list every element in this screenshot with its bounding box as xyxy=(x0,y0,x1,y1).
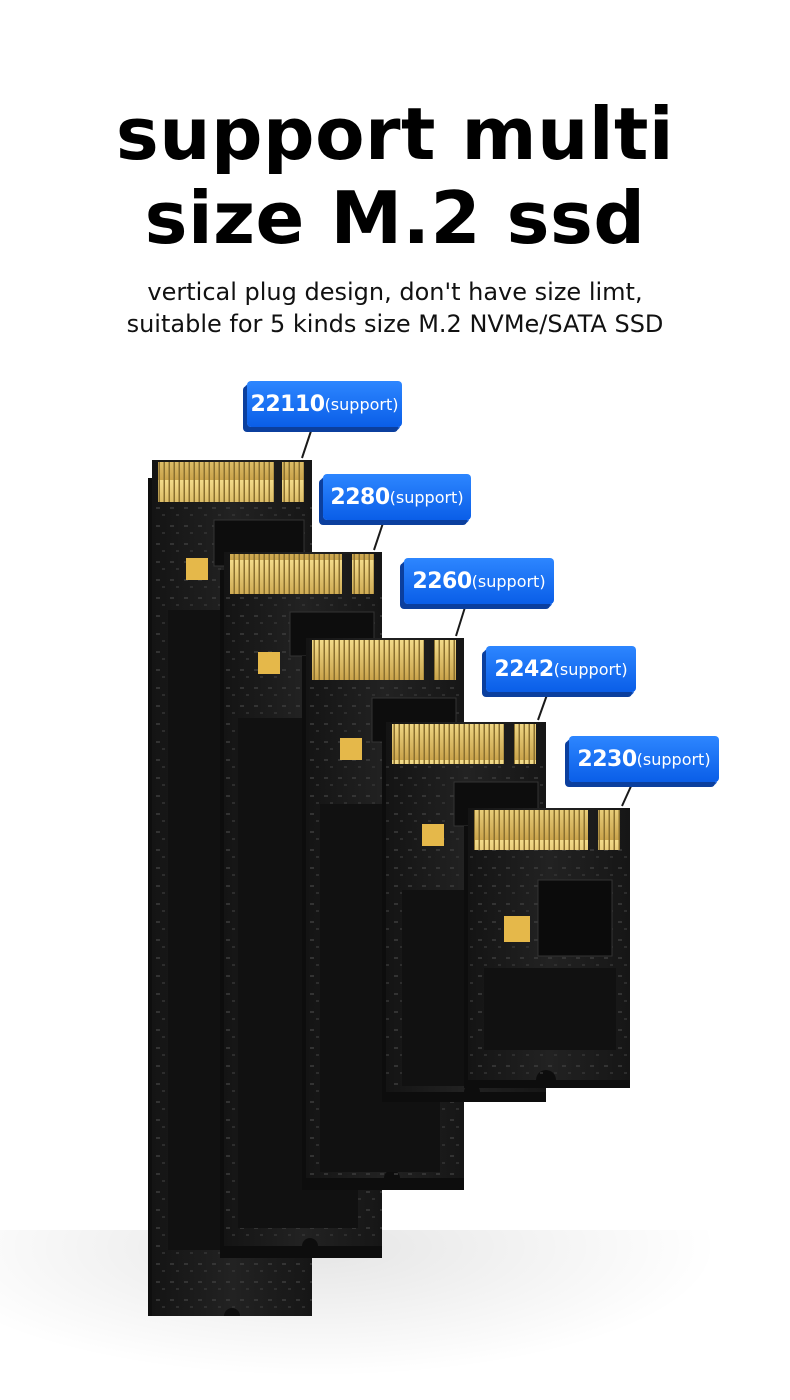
badge-note-label: (support) xyxy=(471,571,546,591)
size-badge-2280: 2280(support) xyxy=(323,474,471,520)
badge-size-label: 22110 xyxy=(250,391,326,417)
badge-note-label: (support) xyxy=(389,487,464,507)
size-badge-22110: 22110(support) xyxy=(247,381,402,427)
subtitle-line-2: suitable for 5 kinds size M.2 NVMe/SATA … xyxy=(126,310,664,338)
badge-note-label: (support) xyxy=(636,749,711,769)
leader-lines xyxy=(301,427,633,807)
title-line-1: support multi xyxy=(115,92,675,176)
subtitle-line-1: vertical plug design, don't have size li… xyxy=(147,278,643,306)
leader-line-2260 xyxy=(455,603,467,637)
leader-line-22110 xyxy=(301,427,313,459)
badge-size-label: 2260 xyxy=(412,568,472,594)
title-line-2: size M.2 ssd xyxy=(144,176,646,260)
badge-size-label: 2230 xyxy=(577,746,637,772)
page-title: support multi size M.2 ssd xyxy=(0,92,790,260)
badge-note-label: (support) xyxy=(553,659,628,679)
size-badge-2260: 2260(support) xyxy=(404,558,554,604)
leader-line-2230 xyxy=(621,783,633,807)
page-subtitle: vertical plug design, don't have size li… xyxy=(0,276,790,340)
size-badge-2242: 2242(support) xyxy=(486,646,636,692)
size-badge-2230: 2230(support) xyxy=(569,736,719,782)
badge-size-label: 2242 xyxy=(494,656,554,682)
badge-note-label: (support) xyxy=(324,394,399,414)
leader-line-2280 xyxy=(373,519,385,551)
badge-size-label: 2280 xyxy=(330,484,390,510)
ssd-2230 xyxy=(464,808,630,1088)
floor-shadow xyxy=(0,1230,790,1400)
leader-line-2242 xyxy=(537,691,549,721)
